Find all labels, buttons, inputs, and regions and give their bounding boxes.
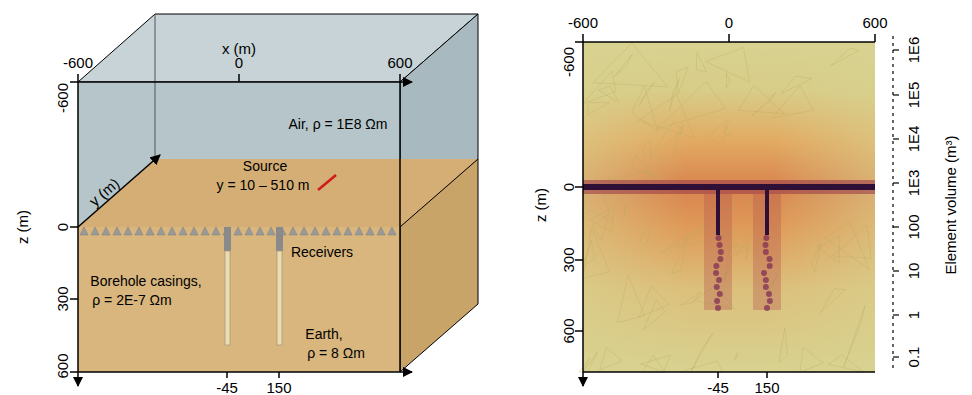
receiver-mark (344, 227, 352, 235)
earth-resistivity: ρ = 8 Ωm (307, 346, 365, 360)
axis-title: z (m) (15, 210, 30, 244)
receiver-mark (157, 227, 165, 235)
axes-right (575, 34, 875, 386)
receiver-label: Receivers (291, 245, 353, 259)
borehole-position: 150 (266, 380, 291, 395)
borehole-position: 150 (754, 380, 779, 395)
receiver-mark (289, 227, 297, 235)
tick-label: 600 (561, 318, 576, 343)
casing-resistivity: ρ = 2E-7 Ωm (92, 293, 172, 307)
receiver-mark (355, 227, 363, 235)
tick-label: 0 (561, 183, 576, 191)
colorbar-axis (893, 36, 899, 370)
source-range: y = 10 – 510 m (216, 178, 309, 192)
receiver-mark (322, 227, 330, 235)
tick-label: 600 (55, 353, 70, 378)
receiver-mark (377, 227, 385, 235)
colorbar-tick: 0.1 (906, 347, 921, 368)
colorbar-tick: 1E5 (906, 82, 921, 109)
receiver-mark (234, 227, 242, 235)
colorbar-tick: 1E6 (906, 37, 921, 64)
receiver-mark (146, 227, 154, 235)
tick-label: 300 (55, 286, 70, 311)
colorbar-title: Element volume (m³) (943, 135, 958, 274)
receiver-mark (179, 227, 187, 235)
receiver-mark (113, 227, 121, 235)
receiver-mark (80, 227, 88, 235)
tick-label: -600 (568, 15, 598, 30)
source-line (318, 175, 336, 190)
receiver-mark (212, 227, 220, 235)
tick-label: 0 (725, 15, 733, 30)
model-box (78, 14, 478, 372)
axis-title: x (m) (222, 41, 256, 56)
tick-label: 0 (235, 55, 243, 70)
tick-label: -600 (55, 83, 70, 113)
borehole-position: -45 (707, 380, 729, 395)
colorbar-tick: 100 (906, 214, 921, 239)
colorbar-tick: 1 (906, 311, 921, 319)
tick-label: -600 (63, 55, 93, 70)
tick-label: 300 (561, 247, 576, 272)
receiver-mark (201, 227, 209, 235)
receiver-mark (245, 227, 253, 235)
borehole-position: -45 (216, 380, 238, 395)
receiver-mark (311, 227, 319, 235)
axis-title: z (m) (533, 188, 548, 222)
receiver-mark (91, 227, 99, 235)
receiver-mark (102, 227, 110, 235)
colorbar-tick: 1E4 (906, 126, 921, 153)
receiver-mark (168, 227, 176, 235)
tick-label: 600 (387, 55, 412, 70)
receiver-mark (366, 227, 374, 235)
tick-label: 600 (862, 15, 887, 30)
tick-label: -600 (561, 47, 576, 77)
receiver-mark (124, 227, 132, 235)
receiver-mark (388, 227, 396, 235)
colorbar-tick: 1E3 (906, 170, 921, 197)
receiver-mark (267, 227, 275, 235)
region-label: Air, ρ = 1E8 Ωm (289, 117, 388, 131)
casing-label: Borehole casings, (90, 274, 201, 288)
axes-left (70, 74, 412, 386)
receiver-mark (190, 227, 198, 235)
borehole-casings (224, 227, 283, 345)
receiver-mark (333, 227, 341, 235)
receiver-mark (135, 227, 143, 235)
receiver-mark (300, 227, 308, 235)
region-label: Earth, (305, 327, 342, 341)
receiver-mark (256, 227, 264, 235)
receiver-row (80, 227, 396, 235)
mesh-image (579, 42, 875, 372)
source-label: Source (243, 159, 287, 173)
tick-label: 0 (55, 223, 70, 231)
colorbar-tick: 10 (906, 263, 921, 280)
